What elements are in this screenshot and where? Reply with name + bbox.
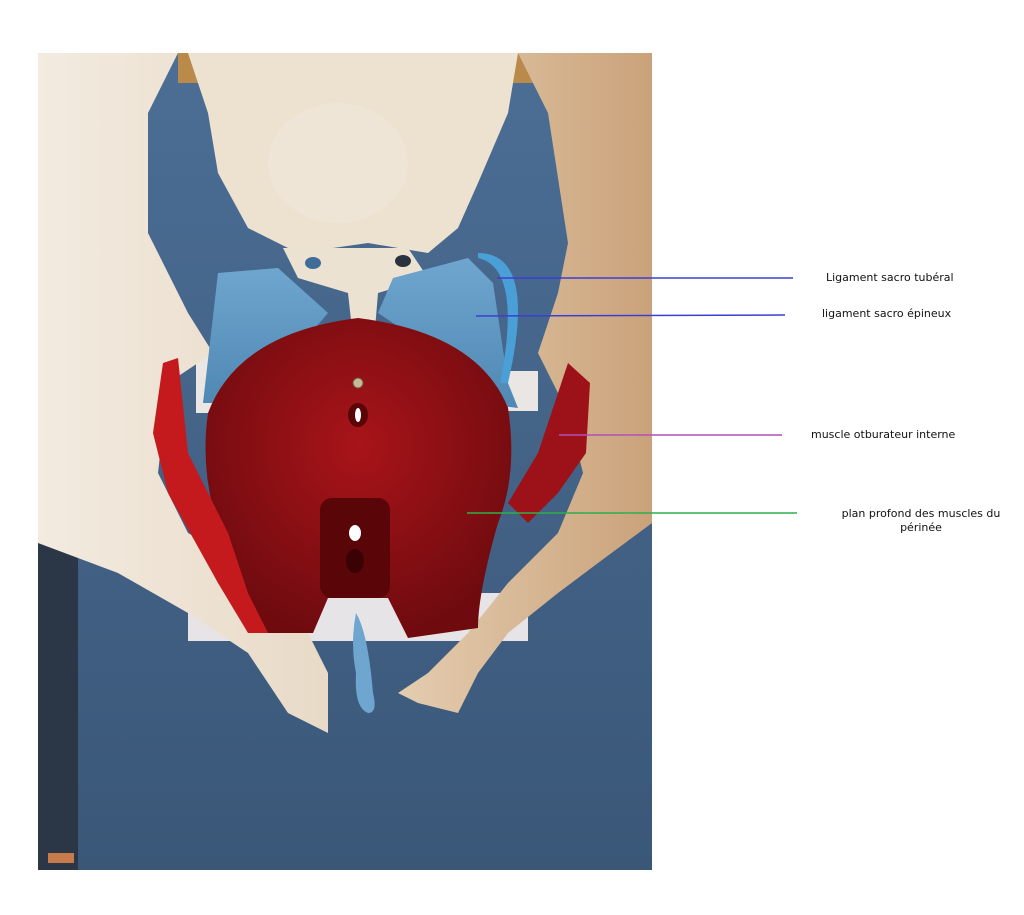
sacrotuberous-ligament — [478, 253, 518, 383]
urogenital-opening — [320, 498, 390, 598]
obturator-internus-right — [508, 363, 590, 523]
right-hip-bone — [398, 53, 652, 713]
pubic-ligament — [353, 613, 375, 713]
obturator-internus-left — [153, 358, 268, 633]
left-hip-bone — [38, 53, 328, 733]
label-ligament-sacro-epineux: ligament sacro épineux — [822, 307, 952, 320]
coccyx-bone — [283, 248, 428, 353]
pelvis-model-illustration — [38, 53, 652, 870]
stand-rod — [38, 543, 78, 870]
anatomical-model-photo — [38, 53, 652, 870]
deep-perineal-muscle — [205, 318, 512, 638]
sacrospinous-ligament-left — [203, 268, 328, 403]
label-ligament-sacro-tuberal: Ligament sacro tubéral — [826, 271, 954, 284]
label-muscle-obturateur-interne: muscle otburateur interne — [811, 428, 956, 441]
label-plan-profond-perinee: plan profond des muscles du périnée — [841, 507, 1001, 534]
